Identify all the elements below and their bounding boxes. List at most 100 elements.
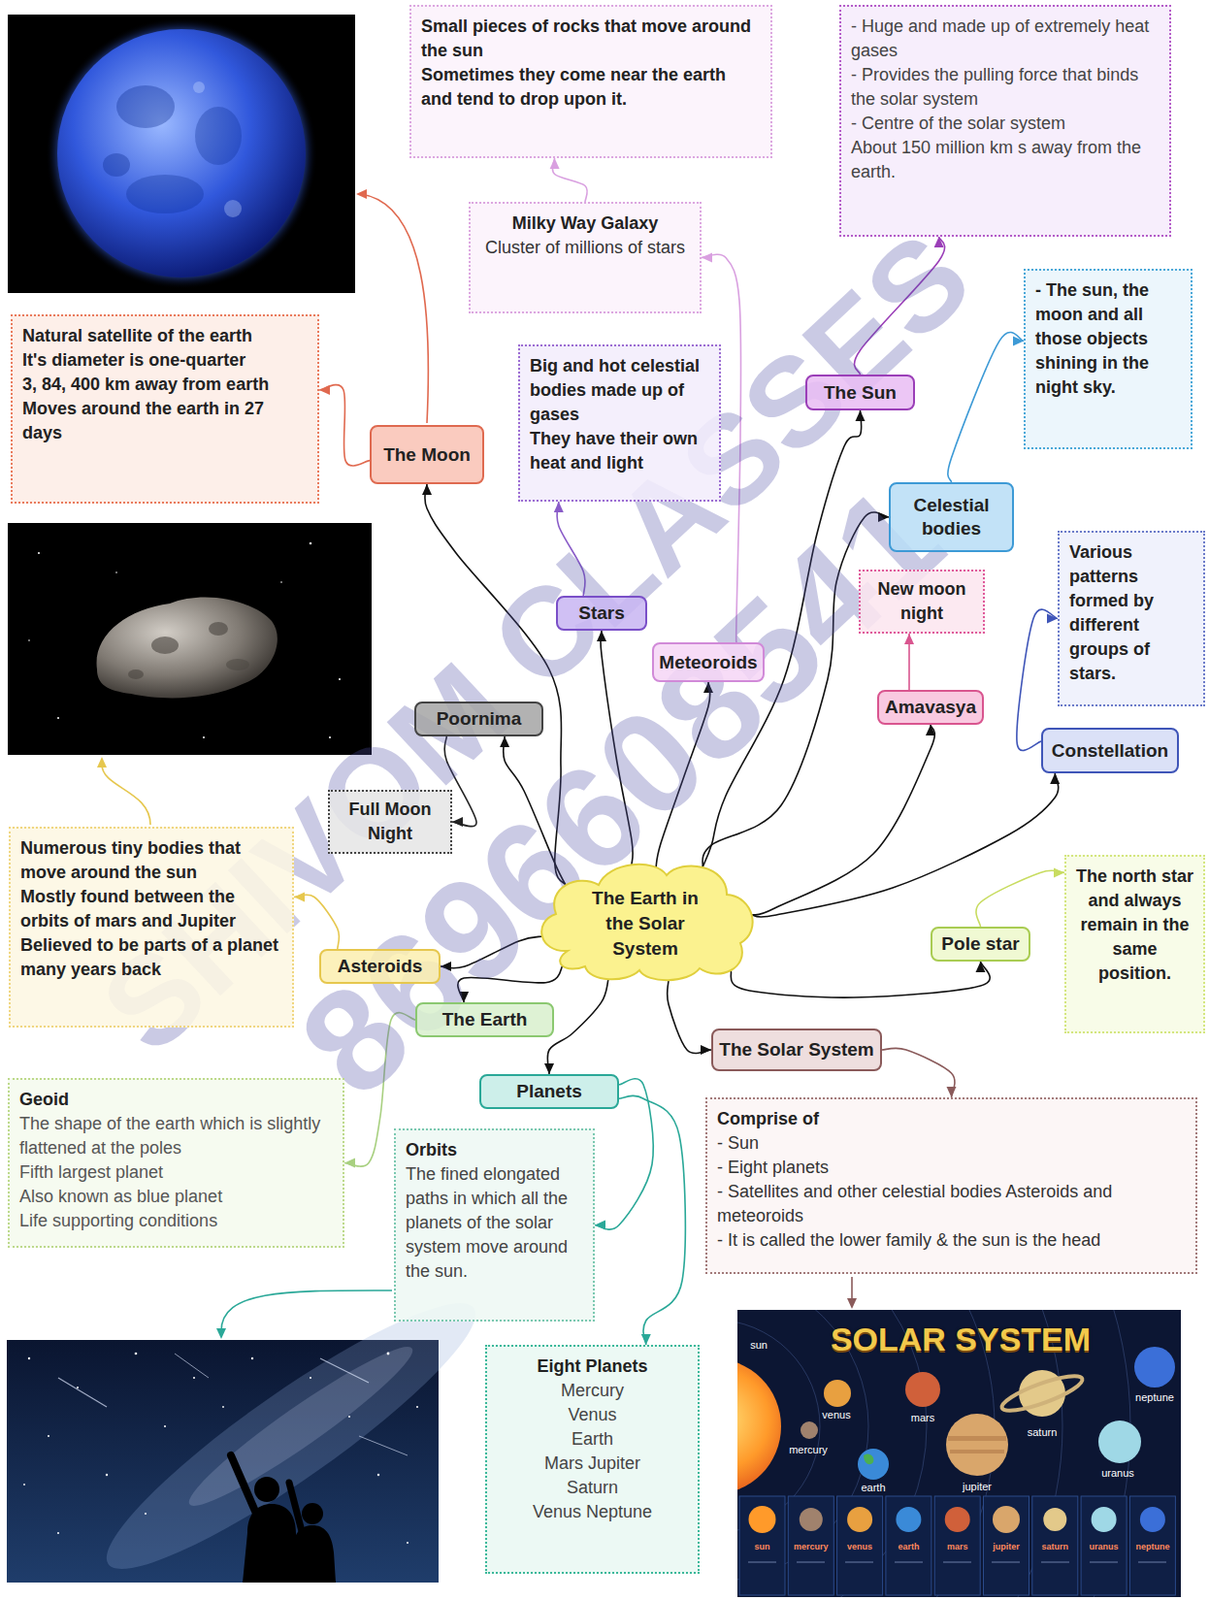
solar-system-poster-part bbox=[796, 1562, 825, 1564]
connector bbox=[596, 630, 633, 865]
asteroid-image-part bbox=[328, 736, 331, 739]
solar-system-poster-part bbox=[905, 1372, 941, 1407]
connector bbox=[457, 965, 563, 1003]
connector bbox=[550, 158, 589, 202]
solar-system-poster-part bbox=[947, 1436, 1007, 1441]
connector bbox=[440, 936, 543, 972]
connector bbox=[294, 892, 340, 950]
node-text: The north star and always remain in the … bbox=[1076, 864, 1194, 986]
moon-image-part bbox=[57, 29, 306, 278]
node-text: Full Moon Night bbox=[337, 797, 443, 847]
topic-pill: Asteroids bbox=[319, 948, 441, 984]
node-text: Poornima bbox=[436, 707, 523, 731]
card-label: uranus bbox=[1089, 1542, 1119, 1553]
arrowhead bbox=[319, 385, 330, 395]
card-label: sun bbox=[753, 1542, 770, 1553]
node-text: Fifth largest planet bbox=[19, 1160, 333, 1185]
connector-line bbox=[730, 961, 990, 998]
node-text: Numerous tiny bodies that move around th… bbox=[20, 836, 283, 885]
connector-line bbox=[947, 331, 1024, 483]
solar-system-poster-part bbox=[800, 1421, 818, 1439]
connector-line bbox=[556, 501, 586, 596]
arrowhead bbox=[1053, 867, 1065, 878]
node-text: Believed to be parts of a planet many ye… bbox=[20, 933, 283, 982]
planet-label: saturn bbox=[1027, 1426, 1058, 1438]
moon-image-part bbox=[126, 174, 204, 214]
topic-pill: The Moon bbox=[369, 424, 485, 485]
node-text: Big and hot celestial bodies made up of … bbox=[529, 354, 710, 427]
connector-line bbox=[503, 736, 566, 885]
node-text: Sometimes they come near the earth and t… bbox=[421, 63, 761, 112]
heading-text: Orbits bbox=[405, 1138, 584, 1163]
solar-system-poster-part bbox=[749, 1505, 777, 1534]
solar-system-poster-part bbox=[857, 1448, 889, 1480]
node-text: Venus Neptune bbox=[496, 1500, 688, 1525]
solar-system-poster-part bbox=[1043, 1507, 1067, 1532]
node-text: Life supporting conditions bbox=[19, 1209, 333, 1234]
solar-system-poster-part bbox=[998, 1370, 1086, 1418]
node-text: They have their own heat and light bbox=[529, 426, 710, 476]
solar-system-poster-part bbox=[934, 1496, 981, 1596]
node-text: Moves around the earth in 27 days bbox=[22, 396, 308, 446]
card-label: mercury bbox=[793, 1542, 829, 1553]
solar-system-poster-part bbox=[949, 1449, 1005, 1454]
planet-label: sun bbox=[750, 1339, 768, 1351]
moon-image-part bbox=[224, 199, 242, 218]
night-sky-image-part bbox=[254, 1476, 280, 1503]
night-sky-image-part bbox=[23, 1483, 26, 1486]
solar-system-poster-part bbox=[799, 1507, 823, 1532]
arrowhead bbox=[458, 991, 469, 1003]
node-text: Meteoroids bbox=[658, 651, 757, 675]
asteroid-image-part bbox=[309, 542, 312, 545]
heading-text: Eight Planets bbox=[496, 1354, 688, 1379]
node-text: Also known as blue planet bbox=[19, 1184, 333, 1209]
info-box: Numerous tiny bodies that move around th… bbox=[8, 826, 295, 1028]
solar-system-poster-part bbox=[992, 1505, 1020, 1534]
solar-system-poster-part bbox=[748, 1562, 777, 1564]
node-text: The Earth in the Solar System bbox=[583, 885, 708, 962]
topic-pill: Pole star bbox=[930, 926, 1031, 962]
connector-line bbox=[457, 965, 563, 1003]
connector bbox=[751, 773, 1060, 917]
moon-image-part bbox=[195, 106, 242, 165]
topic-pill: The Sun bbox=[805, 374, 915, 411]
arrowhead bbox=[596, 630, 607, 642]
connector-line bbox=[655, 682, 711, 868]
node-text: Mars Jupiter bbox=[496, 1451, 688, 1476]
night-sky-image-part bbox=[301, 1503, 324, 1525]
arrowhead bbox=[1049, 773, 1060, 785]
node-text: - It is called the lower family & the su… bbox=[717, 1228, 1186, 1253]
solar-system-poster-part-part bbox=[737, 1309, 1131, 1598]
info-box: Natural satellite of the earthIt's diame… bbox=[10, 314, 320, 504]
info-box: Small pieces of rocks that move around t… bbox=[409, 4, 773, 159]
topic-pill: The Earth bbox=[415, 1002, 555, 1038]
leader-line-part bbox=[850, 1276, 853, 1302]
solar-system-poster-part bbox=[946, 1413, 1009, 1476]
solar-system-poster-part bbox=[863, 1453, 874, 1465]
topic-pill: Planets bbox=[479, 1074, 620, 1110]
connector bbox=[976, 867, 1065, 927]
connector bbox=[619, 1095, 686, 1345]
solar-system-poster-part bbox=[1134, 1346, 1176, 1388]
solar-system-poster-part bbox=[847, 1506, 873, 1533]
solar-system-poster-part bbox=[1041, 1562, 1070, 1564]
solar-system-poster-part bbox=[983, 1496, 1030, 1596]
planet-label: venus bbox=[821, 1408, 850, 1421]
asteroid-image bbox=[7, 522, 372, 755]
connector bbox=[655, 682, 714, 868]
solar-system-poster-part bbox=[739, 1496, 785, 1596]
leader-line-part bbox=[216, 1328, 227, 1340]
solar-system-poster-part bbox=[837, 1496, 883, 1596]
arrowhead bbox=[878, 512, 889, 523]
topic-pill: Constellation bbox=[1041, 727, 1179, 774]
night-sky-image-part bbox=[309, 1376, 312, 1379]
solar-system-poster-part bbox=[845, 1562, 874, 1564]
connector bbox=[554, 501, 586, 596]
connector bbox=[499, 736, 566, 885]
connector bbox=[854, 236, 946, 375]
node-text: Cluster of millions of stars bbox=[480, 235, 690, 261]
topic-pill: Amavasya bbox=[877, 689, 984, 725]
node-text: Constellation bbox=[1051, 739, 1169, 763]
cloud-outline bbox=[541, 864, 752, 981]
topic-pill: Celestial bodies bbox=[888, 482, 1014, 553]
